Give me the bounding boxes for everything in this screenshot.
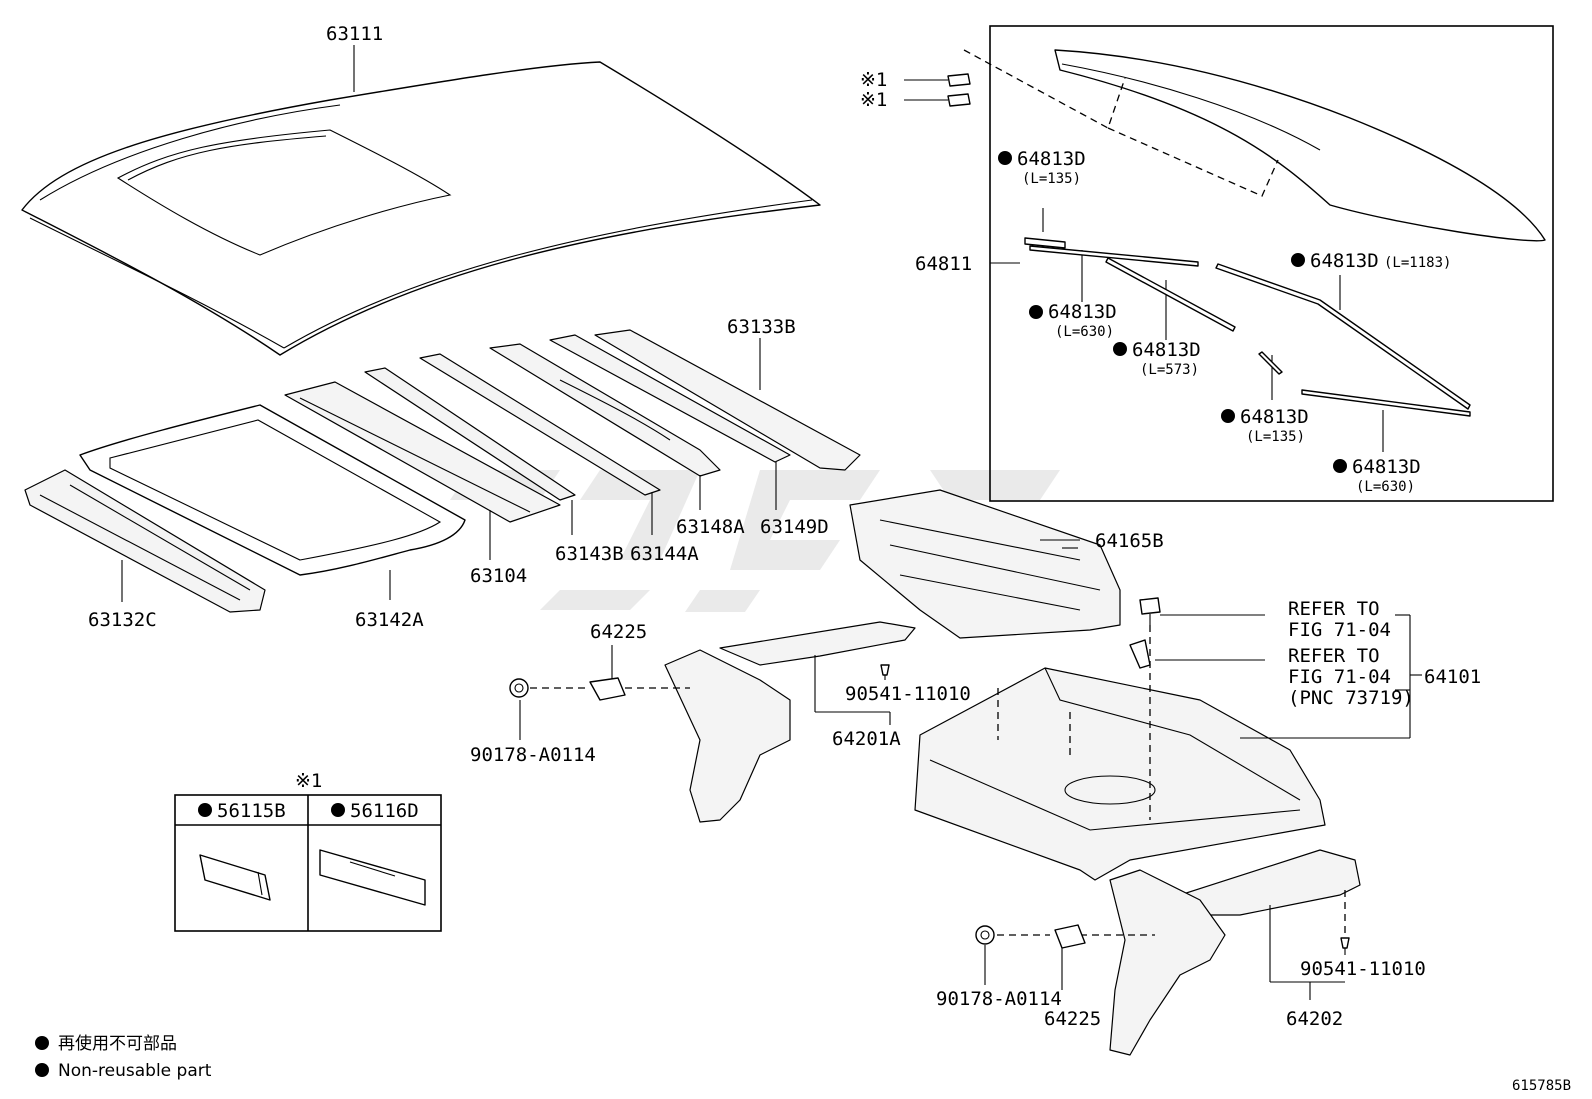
molding-part-4[interactable]: 64813D xyxy=(1132,339,1201,361)
callout-90178-left[interactable]: 90178-A0114 xyxy=(470,744,596,766)
molding-part-5[interactable]: 64813D xyxy=(1240,406,1309,428)
roof-bow-63149D[interactable] xyxy=(549,334,791,463)
leader-lines-right xyxy=(1149,614,1422,820)
molding-part-3[interactable]: 64813D xyxy=(1048,301,1117,323)
legend-english: Non-reusable part xyxy=(58,1061,212,1081)
rear-window-leaders xyxy=(904,49,1384,452)
bracket-64225-right[interactable] xyxy=(1054,924,1086,949)
bullet-icon xyxy=(35,1063,49,1077)
callout-63132C[interactable]: 63132C xyxy=(88,609,157,631)
refer-note-1-line2[interactable]: FIG 71-04 xyxy=(1288,619,1391,641)
bullet-icon xyxy=(1333,459,1347,473)
molding-length-4: (L=573) xyxy=(1140,362,1199,378)
molding-part-6[interactable]: 64813D xyxy=(1352,456,1421,478)
roof-bow-63148A[interactable] xyxy=(489,343,721,477)
callout-64225-left[interactable]: 64225 xyxy=(590,621,647,643)
diagram-id: 615785B xyxy=(1512,1078,1571,1094)
clip-90541-right[interactable] xyxy=(1340,937,1350,949)
bullet-icon xyxy=(1291,253,1305,267)
back-panel-64101[interactable] xyxy=(914,667,1326,881)
molding-length-3: (L=630) xyxy=(1055,324,1114,340)
molding-part-1[interactable]: 64813D xyxy=(1017,148,1086,170)
bullet-icon xyxy=(1029,305,1043,319)
leader-lines-lower xyxy=(984,890,1346,1000)
roof-bow-63104[interactable] xyxy=(284,381,561,523)
callout-63104[interactable]: 63104 xyxy=(470,565,527,587)
roof-panel-63111[interactable] xyxy=(21,61,821,356)
clip-90541-left[interactable] xyxy=(880,664,890,676)
quarter-inner-right[interactable] xyxy=(1109,869,1226,1056)
package-tray-64165B[interactable] xyxy=(849,489,1121,639)
nut-90178-left[interactable] xyxy=(509,678,529,698)
callout-63133B[interactable]: 63133B xyxy=(727,316,796,338)
molding-length-5: (L=135) xyxy=(1246,429,1305,445)
callout-mark1-a: ※1 xyxy=(860,69,887,91)
front-header-63132C[interactable] xyxy=(24,469,266,613)
bolt-right[interactable] xyxy=(1139,597,1161,625)
nut-90178-right[interactable] xyxy=(975,925,995,945)
refer-note-2-line3: (PNC 73719) xyxy=(1288,687,1414,709)
callout-64101[interactable]: 64101 xyxy=(1424,666,1481,688)
quarter-inner-left[interactable] xyxy=(664,649,791,823)
callout-63149D[interactable]: 63149D xyxy=(760,516,829,538)
bullet-icon xyxy=(1113,342,1127,356)
callout-63148A[interactable]: 63148A xyxy=(676,516,745,538)
kit-mark: ※1 xyxy=(295,770,322,792)
callout-64811[interactable]: 64811 xyxy=(915,253,972,275)
kit-part-56115B[interactable] xyxy=(199,854,271,901)
back-panel-upper-64201A[interactable] xyxy=(719,621,916,666)
leader-lines-bows xyxy=(121,45,777,602)
callout-mark1-b: ※1 xyxy=(860,89,887,111)
bullet-icon xyxy=(331,803,345,817)
callout-64165B[interactable]: 64165B xyxy=(1095,530,1164,552)
callout-90178-right[interactable]: 90178-A0114 xyxy=(936,988,1062,1010)
roof-bow-63144A[interactable] xyxy=(419,353,661,496)
bullet-icon xyxy=(1221,409,1235,423)
bullet-icon xyxy=(998,151,1012,165)
callout-90541-right[interactable]: 90541-11010 xyxy=(1300,958,1426,980)
callout-63142A[interactable]: 63142A xyxy=(355,609,424,631)
refer-note-2-line1: REFER TO xyxy=(1288,645,1380,667)
refer-note-1-line1: REFER TO xyxy=(1288,598,1380,620)
callout-64225-right[interactable]: 64225 xyxy=(1044,1008,1101,1030)
rear-window-glass-64811[interactable] xyxy=(1054,49,1546,242)
kit-table xyxy=(174,794,442,932)
molding-length-6: (L=630) xyxy=(1356,479,1415,495)
callout-63111[interactable]: 63111 xyxy=(326,23,383,45)
kit-item-56115B[interactable]: 56115B xyxy=(217,800,286,822)
callout-63143B[interactable]: 63143B xyxy=(555,543,624,565)
moldings-64813D[interactable] xyxy=(1024,237,1471,417)
roof-bow-63133B[interactable] xyxy=(594,329,861,471)
bullet-icon xyxy=(198,803,212,817)
clip-right[interactable] xyxy=(1129,639,1151,669)
callout-90541-left[interactable]: 90541-11010 xyxy=(845,683,971,705)
molding-length-2: (L=1183) xyxy=(1384,255,1451,271)
roof-bow-63143B[interactable] xyxy=(364,367,576,501)
callout-63144A[interactable]: 63144A xyxy=(630,543,699,565)
callout-64202[interactable]: 64202 xyxy=(1286,1008,1343,1030)
refer-note-2-line2[interactable]: FIG 71-04 xyxy=(1288,666,1391,688)
molding-part-2[interactable]: 64813D xyxy=(1310,250,1379,272)
leader-lines-mid xyxy=(519,547,1078,740)
bullet-icon xyxy=(35,1036,49,1050)
legend-japanese: 再使用不可部品 xyxy=(58,1033,177,1054)
kit-item-56116D[interactable]: 56116D xyxy=(350,800,419,822)
sunroof-reinforcement-63142A[interactable] xyxy=(79,404,466,576)
spacer-clips[interactable] xyxy=(947,73,971,107)
molding-length-1: (L=135) xyxy=(1022,171,1081,187)
bracket-64225-left[interactable] xyxy=(589,677,626,701)
callout-64201A[interactable]: 64201A xyxy=(832,728,901,750)
kit-part-56116D[interactable] xyxy=(319,849,426,906)
